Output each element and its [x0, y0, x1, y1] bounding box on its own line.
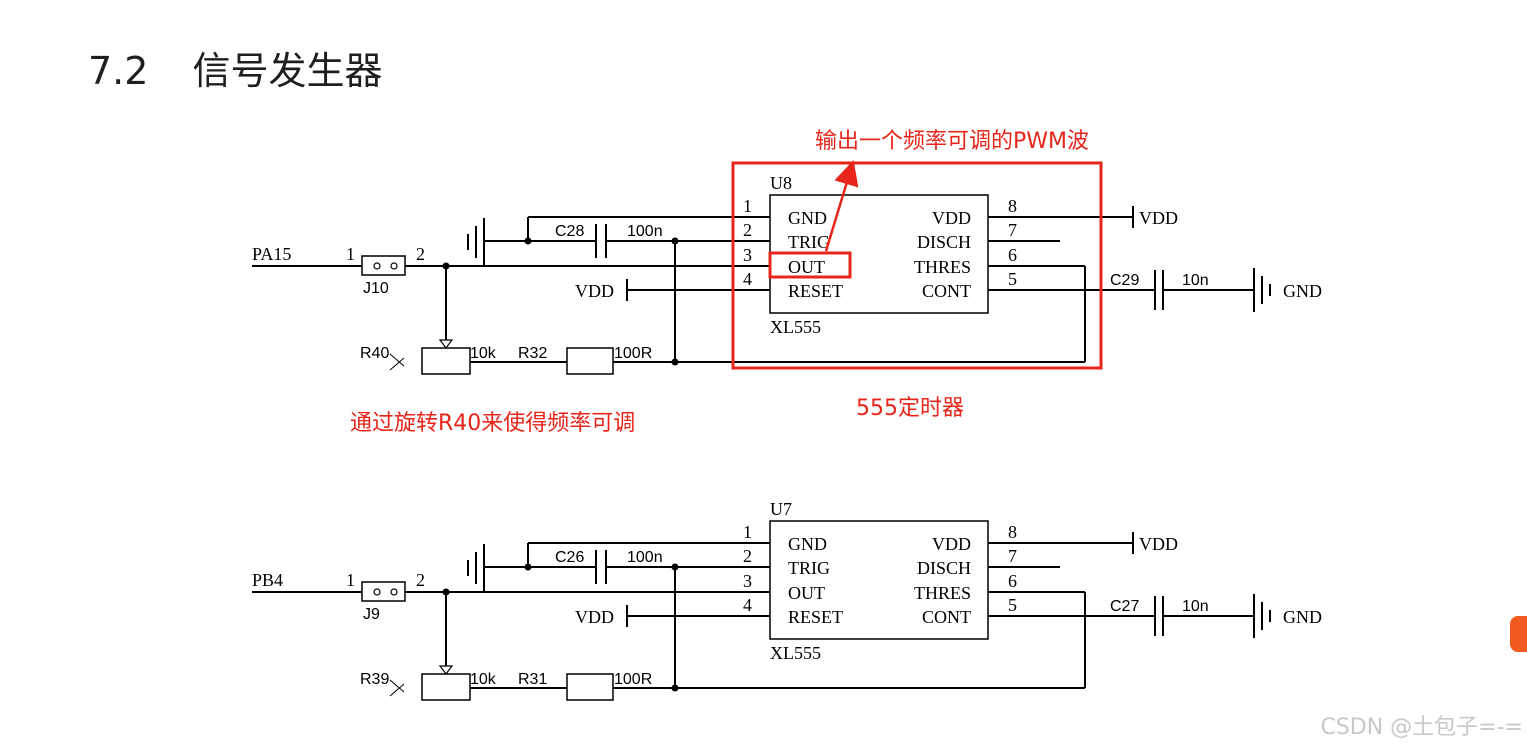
net-input-label: PA15: [252, 244, 291, 264]
pin-label-vdd: VDD: [932, 534, 971, 554]
ic-ref: U8: [770, 173, 792, 193]
section-heading: 7.2 信号发生器: [88, 40, 382, 95]
timer-highlight-box: [731, 161, 1103, 370]
vdd-right-label: VDD: [1139, 534, 1178, 554]
cap1-ref: C26: [555, 549, 584, 566]
cap2-value: 10n: [1182, 598, 1209, 615]
pin-number-2: 2: [743, 546, 752, 566]
res-ref: R32: [518, 345, 547, 362]
pin-label-out: OUT: [788, 257, 825, 277]
pin-label-gnd: GND: [788, 208, 827, 228]
pin-number-4: 4: [743, 269, 752, 289]
section-number: 7.2: [88, 49, 149, 93]
net-input-label: PB4: [252, 570, 283, 590]
pin-label-out: OUT: [788, 583, 825, 603]
pin-number-6: 6: [1008, 245, 1017, 265]
jumper-ref: J10: [363, 280, 389, 297]
pin-label-reset: RESET: [788, 281, 843, 301]
pin-number-3: 3: [743, 571, 752, 591]
pot-value: 10k: [470, 345, 497, 362]
pin-number-8: 8: [1008, 522, 1017, 542]
pin-number-7: 7: [1008, 220, 1017, 240]
jumper-pin2: 2: [416, 570, 425, 590]
pin-label-reset: RESET: [788, 607, 843, 627]
jumper-pin1: 1: [346, 244, 355, 264]
pin-number-4: 4: [743, 595, 752, 615]
pin-number-6: 6: [1008, 571, 1017, 591]
pin-label-cont: CONT: [922, 607, 971, 627]
pin-label-cont: CONT: [922, 281, 971, 301]
pin-number-1: 1: [743, 196, 752, 216]
vdd-left-label: VDD: [575, 281, 614, 301]
jumper-pin1: 1: [346, 570, 355, 590]
ic-part: XL555: [770, 317, 821, 337]
pin-number-5: 5: [1008, 595, 1017, 615]
pin-number-1: 1: [743, 522, 752, 542]
vdd-left-label: VDD: [575, 607, 614, 627]
cap2-ref: C27: [1110, 598, 1139, 615]
pin-label-disch: DISCH: [917, 232, 971, 252]
pot-ref: R40: [360, 345, 389, 362]
pin-label-trig: TRIG: [788, 558, 830, 578]
timer-annotation: 555定时器: [856, 396, 964, 421]
pin-label-thres: THRES: [914, 257, 971, 277]
pin-label-thres: THRES: [914, 583, 971, 603]
cap1-value: 100n: [627, 223, 663, 240]
ic-ref: U7: [770, 499, 792, 519]
gnd-right-label: GND: [1283, 281, 1322, 301]
cap1-value: 100n: [627, 549, 663, 566]
pin-number-7: 7: [1008, 546, 1017, 566]
res-value: 100R: [614, 671, 652, 688]
res-value: 100R: [614, 345, 652, 362]
jumper-ref: J9: [363, 606, 380, 623]
cap1-ref: C28: [555, 223, 584, 240]
pin-number-8: 8: [1008, 196, 1017, 216]
jumper-pin2: 2: [416, 244, 425, 264]
pin-label-vdd: VDD: [932, 208, 971, 228]
cap2-value: 10n: [1182, 272, 1209, 289]
ic-part: XL555: [770, 643, 821, 663]
pot-ref: R39: [360, 671, 389, 688]
annotation-arrow: [824, 160, 859, 252]
watermark: CSDN @土包子=-=: [1320, 715, 1523, 740]
pin-label-gnd: GND: [788, 534, 827, 554]
pin-label-disch: DISCH: [917, 558, 971, 578]
gnd-right-label: GND: [1283, 607, 1322, 627]
edge-logo-icon: [1510, 616, 1527, 652]
circuit-u7: U7 XL555 GND TRIG OUT RESET VDD DISCH TH…: [251, 499, 1322, 701]
circuit-u8: U8 XL555 GND TRIG OUT RESET VDD DISCH TH…: [251, 129, 1322, 436]
pot-value: 10k: [470, 671, 497, 688]
pin-label-trig: TRIG: [788, 232, 830, 252]
pin-number-2: 2: [743, 220, 752, 240]
pin-number-5: 5: [1008, 269, 1017, 289]
pwm-annotation: 输出一个频率可调的PWM波: [815, 129, 1089, 154]
vdd-right-label: VDD: [1139, 208, 1178, 228]
res-ref: R31: [518, 671, 547, 688]
r40-annotation: 通过旋转R40来使得频率可调: [350, 411, 635, 436]
cap2-ref: C29: [1110, 272, 1139, 289]
pin-number-3: 3: [743, 245, 752, 265]
section-title: 信号发生器: [192, 49, 383, 93]
out-highlight-box: [768, 251, 852, 279]
